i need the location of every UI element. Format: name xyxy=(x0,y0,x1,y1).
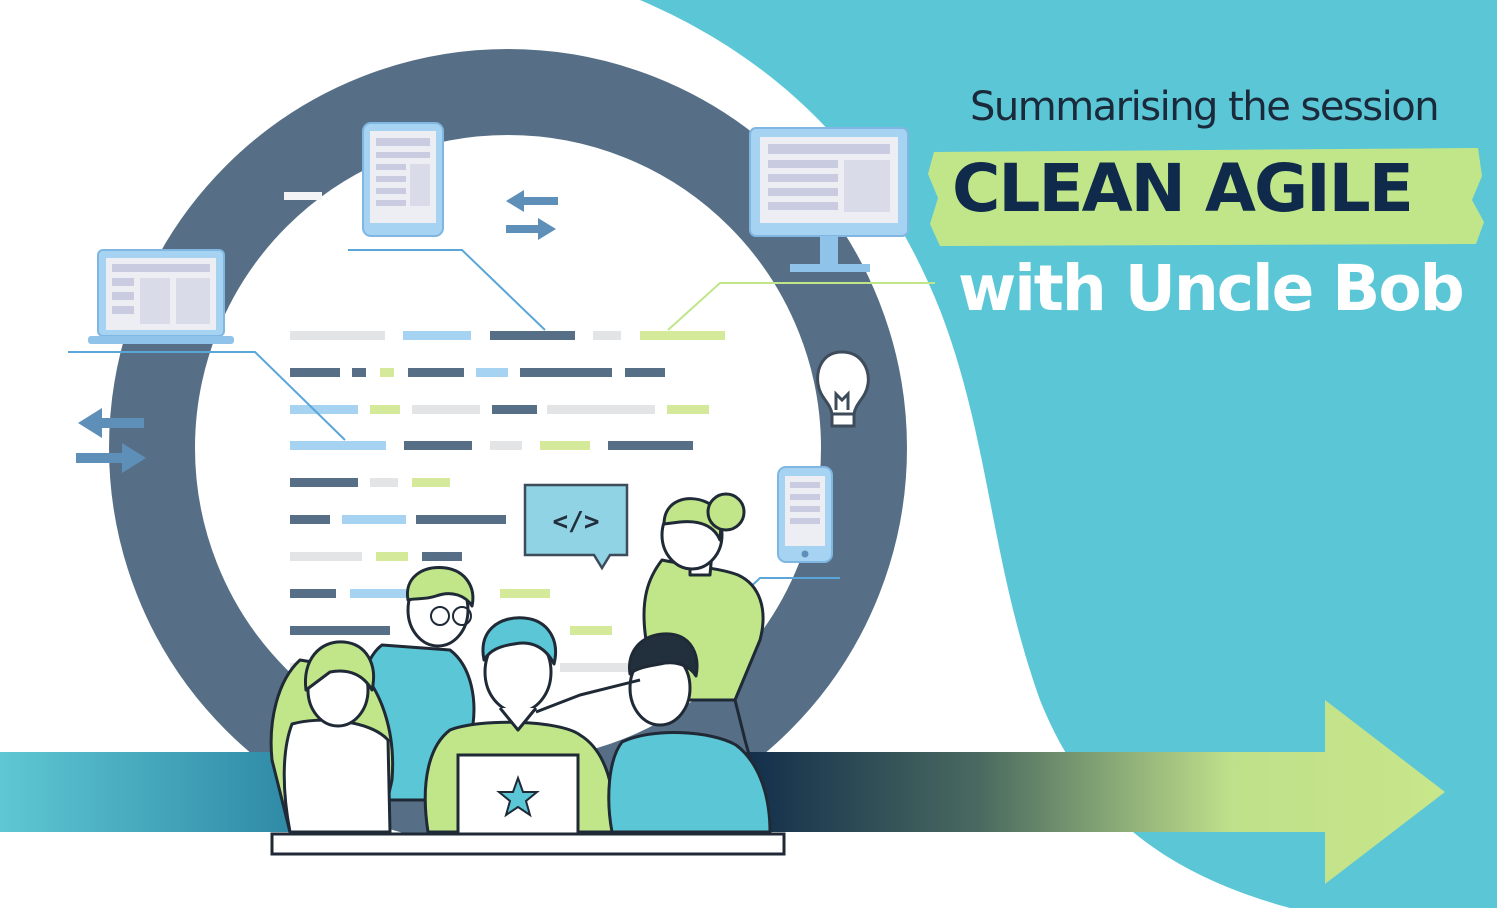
desktop-icon xyxy=(749,127,909,272)
code-bubble-label: </> xyxy=(553,507,600,537)
code-bubble-icon: </> xyxy=(523,483,629,571)
byline: with Uncle Bob xyxy=(958,252,1465,325)
code-lines xyxy=(290,331,725,672)
swap-arrows-icon xyxy=(506,190,558,240)
lightbulb-icon xyxy=(816,350,870,428)
tablet-icon xyxy=(362,122,444,237)
title-highlight xyxy=(928,148,1484,246)
page-title: CLEAN AGILE xyxy=(952,150,1414,227)
dash-icon xyxy=(284,192,322,200)
desk xyxy=(270,832,786,856)
swap-arrows-icon xyxy=(76,408,146,473)
session-subtitle: Summarising the session xyxy=(970,84,1440,130)
star-icon xyxy=(496,775,540,818)
phone-icon xyxy=(777,466,833,563)
laptop-icon xyxy=(88,249,234,344)
desk-laptop xyxy=(456,753,580,837)
left-bar xyxy=(0,752,290,832)
progress-arrow xyxy=(730,700,1445,884)
